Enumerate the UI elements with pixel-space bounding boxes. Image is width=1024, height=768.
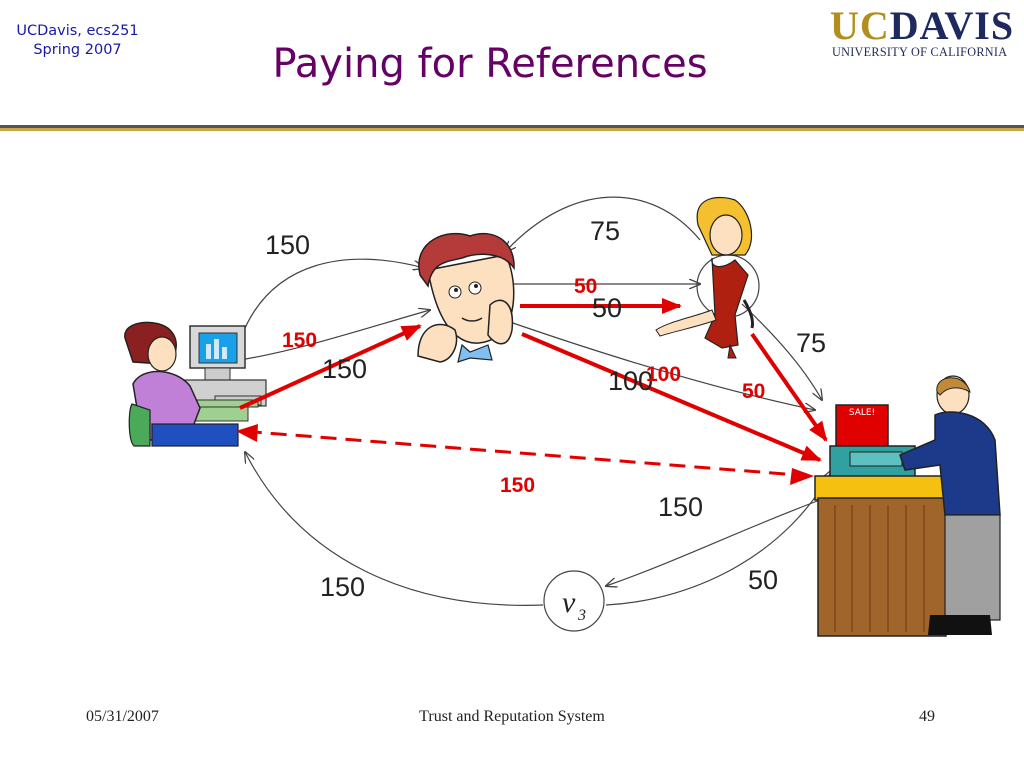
course-term: Spring 2007 [33,42,122,58]
buyer-person-icon [124,321,267,447]
node-v3-label: v [562,586,576,619]
red-arrow-buyer-ref [239,324,422,410]
label-ref-woman: 50 [592,293,622,323]
red-dashed-seller-buyer [253,430,811,478]
page-number: 49 [919,708,935,725]
label-ref-seller: 100 [608,366,653,396]
logo-subtitle: UNIVERSITY OF CALIFORNIA [832,45,1008,59]
reference-person-icon [417,232,515,363]
red-arrow-woman-seller [750,332,828,442]
footer-date: 05/31/2007 [86,708,159,725]
edge-v3-seller [605,470,832,606]
red-arrow-ref-seller [521,332,822,462]
label-woman-ref: 75 [590,216,620,246]
label-woman-seller: 75 [796,328,826,358]
label-v3-seller: 50 [748,565,778,595]
label-seller-v3: 150 [658,492,703,522]
edge-seller-v3 [606,499,821,586]
woman-icon [655,196,754,359]
header-rule-dark [0,125,1024,128]
payment-diagram: v 3 [124,196,1001,637]
red-label-ref-seller: 100 [646,363,681,386]
edge-buyer-ref-mid [239,310,430,361]
ucdavis-logo: UCDAVIS UNIVERSITY OF CALIFORNIA [826,4,1016,60]
sale-sign-text: SALE! [849,408,875,418]
node-v3-subscript: 3 [577,607,586,624]
course-name: UCDavis, ecs251 [16,23,139,39]
red-label-ref-woman: 50 [574,275,597,298]
footer-title: Trust and Reputation System [419,708,605,725]
edge-woman-seller [741,303,822,400]
edge-buyer-ref-top [239,258,424,341]
edge-woman-ref [505,196,701,252]
edge-ref-seller [509,321,815,410]
header-rule-gold [0,128,1024,131]
red-label-seller-buyer: 150 [500,474,535,497]
course-info: UCDavis, ecs251 Spring 2007 [10,22,145,60]
red-arrowhead-buyer [236,424,258,442]
slide-title: Paying for References [272,41,708,87]
logo-wordmark: UCDAVIS [830,3,1015,48]
red-label-buyer-ref: 150 [282,329,317,352]
red-label-woman-seller: 50 [742,380,765,403]
seller-icon: SALE! [814,375,1001,637]
edge-v3-buyer [245,452,544,606]
label-buyer-ref-top: 150 [265,230,310,260]
label-v3-buyer: 150 [320,572,365,602]
red-arrowhead-seller [790,468,814,485]
node-v3 [543,570,605,632]
label-buyer-ref-mid: 150 [322,354,367,384]
